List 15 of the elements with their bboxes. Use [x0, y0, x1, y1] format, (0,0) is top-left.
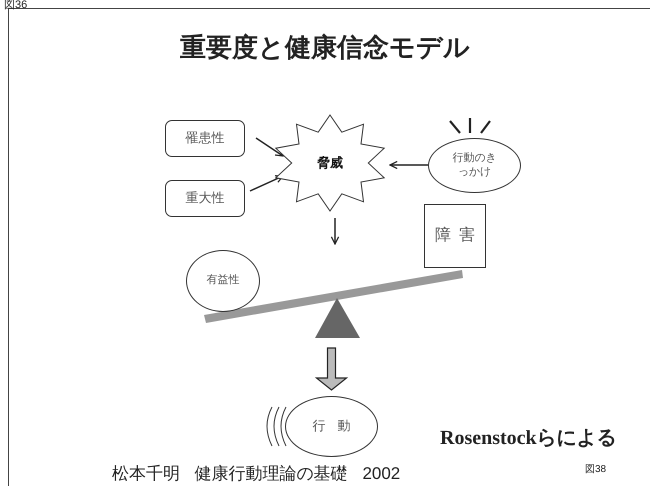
title: 重要度と健康信念モデル — [179, 31, 471, 64]
threat-burst: 脅威 — [272, 114, 388, 212]
benefit-ellipse: 有益性 — [186, 250, 260, 312]
arrow — [330, 218, 340, 245]
arrow — [314, 347, 348, 391]
factor-box: 重大性 — [165, 180, 245, 217]
citation: 松本千明 健康行動理論の基礎 2002 — [112, 463, 400, 485]
factor-box: 罹患性 — [165, 120, 245, 157]
cue-ellipse: 行動のきっかけ — [428, 138, 521, 193]
arrow — [389, 160, 428, 170]
attribution-note: Rosenstockらによる — [440, 426, 617, 451]
action-ellipse: 行動 — [285, 396, 378, 457]
barrier-box: 障害 — [424, 204, 486, 268]
figure-number: 図38 — [585, 463, 606, 476]
arrow — [256, 137, 284, 157]
